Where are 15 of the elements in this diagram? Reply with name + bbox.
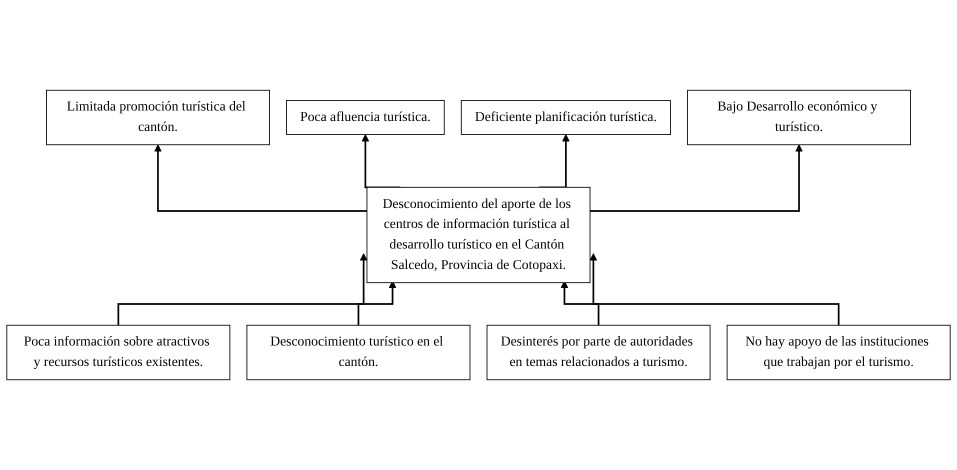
arrow [118, 253, 368, 326]
arrow [590, 144, 803, 212]
node-box: Desconocimiento turístico en el cantón. [246, 324, 470, 380]
arrow [560, 280, 600, 326]
node-box: Desinterés por parte de autoridades en temas relacionados a turismo. [486, 324, 710, 380]
node-box: Bajo Desarrollo económico y turístico. [687, 90, 911, 146]
node-box: Poca información sobre atractivos y recursos turísticos existentes. [6, 324, 230, 380]
arrow [154, 144, 367, 212]
arrow [590, 253, 840, 326]
node-box: Poca afluencia turística. [286, 100, 445, 135]
node-box: Deficiente planificación turística. [460, 100, 671, 135]
node-box: Limitada promoción turística del cantón. [46, 90, 270, 146]
arrow [358, 280, 396, 326]
node-box: No hay apoyo de las instituciones que trabajan por el turismo. [726, 324, 951, 380]
node-box: Desconocimiento del aporte de los centros de información turística al desarrollo turístico en el Cantón Salcedo, Provincia de Cotopaxi. [366, 186, 590, 284]
